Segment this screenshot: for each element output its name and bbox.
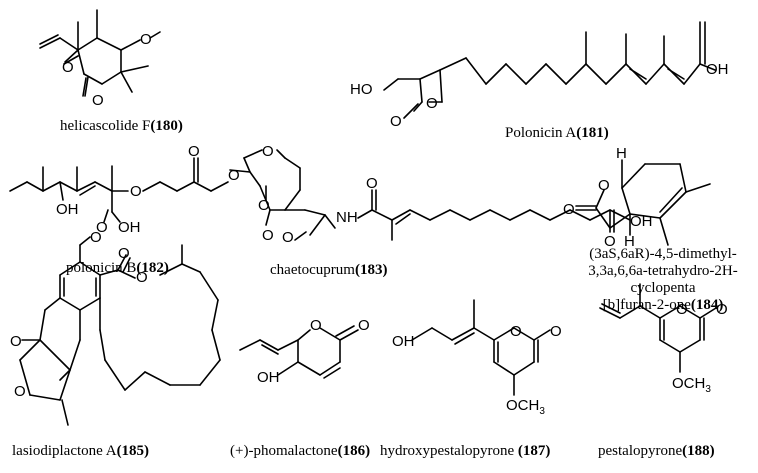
atom-o: O [136,269,148,286]
atom-o: O [510,323,522,340]
atom-oh: OH [118,219,141,236]
structure-180 [39,9,161,97]
caption-183: chaetocuprum(183) [270,262,388,278]
atom-o: O [676,301,688,318]
atom-o: O [563,201,575,218]
atom-o: O [598,177,610,194]
atom-oh: OH [706,61,729,78]
structure-182 [9,157,229,223]
atom-o: O [262,143,274,160]
atom-o: O [188,143,200,160]
atom-nh: NH [336,209,358,226]
atom-o: O [90,229,102,246]
caption-181: Polonicin A(181) [505,125,609,141]
structure-187 [411,299,551,396]
atom-o: O [390,113,402,130]
atom-o: O [62,59,74,76]
caption-184: (3aS,6aR)-4,5-dimethyl- 3,3a,6,6a-tetrah… [588,246,738,313]
atom-ho: HO [350,81,373,98]
atom-o: O [258,197,270,214]
atom-o: O [282,229,294,246]
atom-o: O [358,317,370,334]
atom-labels: O O O HO O O OH OH O OH O O O O O O O NH… [10,31,729,417]
atom-oh: OH [630,213,653,230]
atom-oh: OH [257,369,280,386]
atom-o: O [96,219,108,236]
structure-183 [229,149,631,241]
atom-o: O [228,167,240,184]
atom-och3: OCH3 [506,397,545,417]
atom-o: O [366,175,378,192]
atom-o: O [604,233,616,250]
atom-o: O [550,323,562,340]
atom-o: O [262,227,274,244]
atom-o: O [92,92,104,109]
atom-o: O [10,333,22,350]
caption-186: (+)-phomalactone(186) [230,443,371,459]
caption-182: polonicin B(182) [66,260,169,276]
atom-o: O [14,383,26,400]
structure-188 [599,283,717,373]
structure-185 [19,236,221,426]
atom-o: O [716,301,728,318]
structure-186 [239,325,359,379]
caption-185: lasiodiplactone A(185) [12,443,150,459]
atom-h: H [624,233,635,250]
atom-oh: OH [56,201,79,218]
atom-och3: OCH3 [672,375,711,395]
atom-o: O [130,183,142,200]
atom-o: O [310,317,322,334]
structure-181 [383,21,716,119]
caption-188: pestalopyrone(188) [598,443,715,459]
atom-h: H [616,145,627,162]
caption-187: hydroxypestalopyrone (187) [380,443,551,459]
atom-o: O [426,95,438,112]
caption-180: helicascolide F(180) [60,118,183,134]
atom-o: O [118,245,130,262]
structure-184 [575,159,711,246]
atom-o: O [140,31,152,48]
atom-oh: OH [392,333,415,350]
